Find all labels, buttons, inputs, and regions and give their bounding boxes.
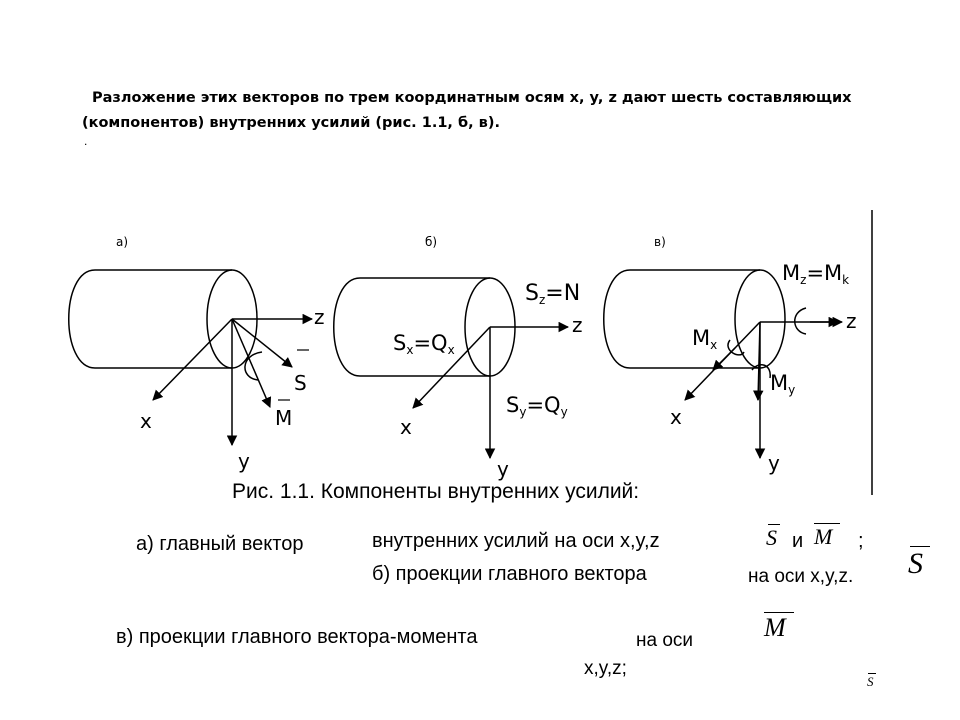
sy-label-b: Sy=Qy (506, 393, 568, 419)
x-axis-b (412, 326, 491, 409)
s-label-a: S (294, 371, 307, 395)
cylinder-left-a (68, 269, 96, 369)
panel-b (333, 277, 570, 460)
cylinder-left-b (333, 277, 361, 377)
my-arc-v (751, 363, 771, 379)
x-label-a: x (140, 409, 152, 433)
panel-a (68, 269, 314, 447)
legend-a-m-symbol: M (814, 523, 840, 550)
figure-caption: Рис. 1.1. Компоненты внутренних усилий: (232, 480, 640, 503)
panel-v (603, 269, 844, 460)
legend-a-text: внутренних усилий на оси x,y,z (372, 530, 660, 552)
mz-arc-v (794, 307, 807, 335)
moment-arc-a (244, 351, 263, 381)
mx-arc-v (727, 339, 745, 356)
legend-a-prefix: а) главный вектор (136, 533, 304, 555)
z-label-a: z (314, 305, 325, 329)
legend-b-text: б) проекции главного вектора (372, 563, 647, 585)
x-axis-a (152, 318, 233, 401)
x-label-v: x (670, 405, 682, 429)
cylinder-left-v (603, 269, 631, 369)
panel-label-v: в) (654, 235, 666, 249)
mz-label-v: Mz=Mk (782, 261, 849, 287)
z-label-v: z (846, 309, 857, 333)
mx-label-v: Mx (692, 326, 717, 352)
sz-label-b: Sz=N (525, 281, 580, 307)
panel-label-a: а) (116, 235, 128, 249)
legend-c-axes-1: на оси (636, 630, 694, 651)
x-label-b: x (400, 415, 412, 439)
z-label-b: z (572, 313, 583, 337)
intro-line-2: (компонентов) внутренних усилий (рис. 1.… (82, 115, 500, 131)
legend-a-s-symbol: S (766, 523, 780, 551)
panel-label-b: б) (425, 235, 437, 249)
legend-c-text: в) проекции главного вектора-момента (116, 626, 478, 648)
m-label-a: M (275, 406, 292, 430)
my-label-v: My (770, 371, 795, 397)
s-vector-a (231, 318, 293, 368)
y-label-b: y (497, 457, 509, 481)
small-s-symbol: S (867, 673, 876, 690)
legend-a-and: и (792, 530, 804, 552)
legend-b-axes: на оси x,y,z. (748, 566, 854, 587)
legend-a-semicolon: ; (858, 530, 864, 552)
my-vector-v (752, 321, 764, 402)
legend-c-m-symbol: M (764, 612, 794, 643)
intro-line-1: Разложение этих векторов по трем координ… (92, 90, 852, 106)
m-vector-a (231, 318, 272, 408)
intro-dot: . (84, 134, 88, 148)
y-label-v: y (768, 451, 780, 475)
figure-diagram: а) б) в) z x y S M z x y Sz=N Sx=Qx Sy=Q… (68, 210, 873, 495)
y-label-a: y (238, 449, 250, 473)
sx-label-b: Sx=Qx (393, 331, 455, 357)
legend-b-s-symbol: S (908, 546, 930, 581)
legend-c-axes-2: x,y,z; (584, 658, 627, 679)
intro-text: Разложение этих векторов по трем координ… (82, 86, 882, 136)
